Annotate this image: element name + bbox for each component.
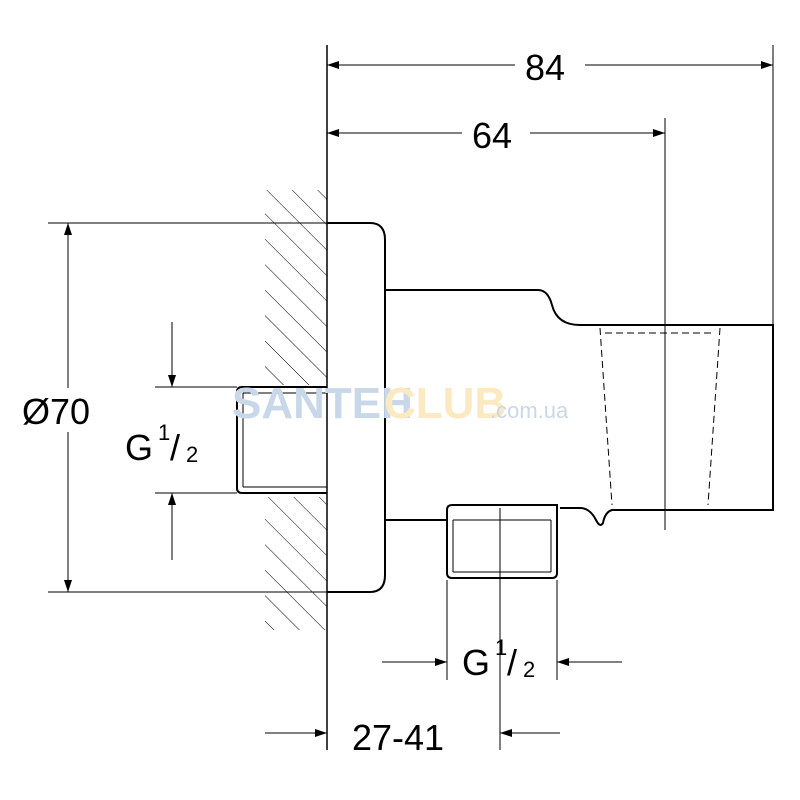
wall-thread-main: G: [125, 427, 153, 468]
watermark-part1: SANTEH: [232, 379, 413, 428]
dimension-64-label: 64: [472, 115, 512, 156]
watermark-part3: .com.ua: [490, 398, 569, 423]
wall-thread-pipe: [236, 386, 327, 494]
dimension-outlet-thread: [382, 580, 622, 680]
outlet-thread-pipe: [446, 504, 558, 579]
watermark: SANTEH CLUB .com.ua: [232, 379, 569, 428]
wall-hatch-upper: [265, 190, 327, 385]
wall-thread-den: 2: [186, 442, 198, 467]
wall-thread-slash: /: [170, 427, 180, 468]
outlet-thread-num: 1: [495, 635, 507, 660]
holder-hidden-lines: [599, 327, 721, 506]
dimension-84-label: 84: [525, 47, 565, 88]
dimension-diameter-label: Ø70: [22, 391, 90, 432]
dimension-27-41: [265, 508, 560, 750]
watermark-part2: CLUB: [384, 379, 506, 428]
dimension-diameter-70: [48, 222, 327, 593]
wall-thread-num: 1: [158, 420, 170, 445]
dimension-27-41-label: 27-41: [352, 717, 444, 758]
wall-hatch-lower: [265, 497, 327, 630]
flange: [327, 222, 386, 593]
body: [385, 289, 774, 526]
dimension-wall-thread: [155, 322, 237, 560]
outlet-thread-den: 2: [523, 657, 535, 682]
outlet-thread-main: G: [462, 642, 490, 683]
outlet-thread-slash: /: [507, 642, 517, 683]
